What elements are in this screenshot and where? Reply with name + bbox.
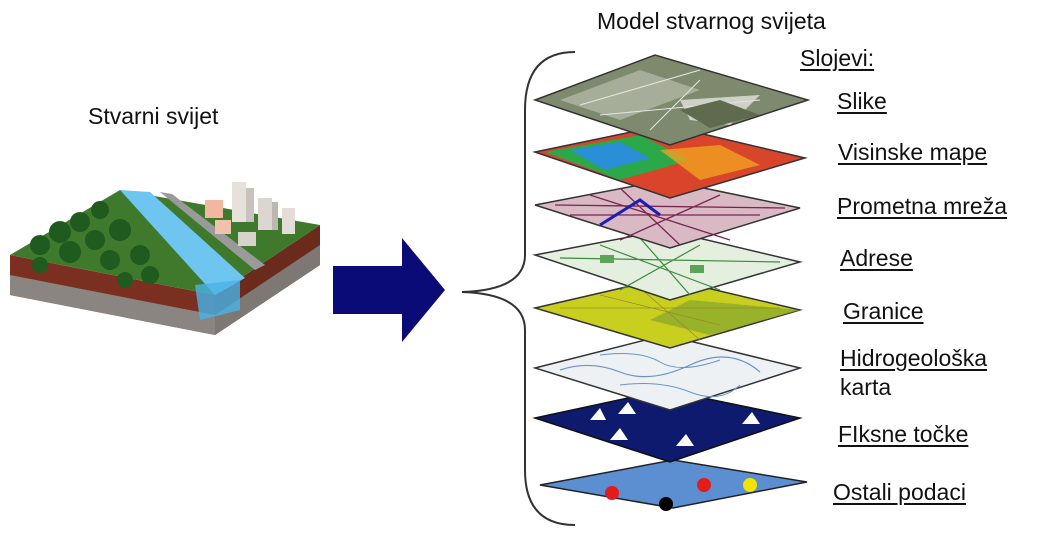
- triangle-icon: [590, 408, 606, 420]
- layer-other-data: [539, 459, 808, 511]
- real-world-title: Stvarni svijet: [88, 103, 219, 129]
- layer-label-elevation: Visinske mape: [838, 139, 988, 165]
- triangle-icon: [676, 434, 694, 446]
- layer-addresses: [532, 229, 803, 301]
- layer-label-hydro-line2: karta: [840, 374, 892, 400]
- layer-label-roads: Prometna mreža: [837, 193, 1008, 219]
- triangle-icon: [618, 402, 636, 414]
- triangle-icon: [742, 412, 760, 424]
- red-point-icon: [697, 478, 711, 492]
- layer-label-imagery: Slike: [837, 88, 887, 114]
- layer-imagery: [532, 54, 811, 146]
- layer-label-hydro: Hidrogeološka: [840, 345, 988, 371]
- layer-hydrogeological: [532, 334, 803, 411]
- layer-label-addresses: Adrese: [840, 245, 913, 271]
- layers-heading: Slojevi:: [800, 45, 875, 71]
- yellow-point-icon: [743, 478, 757, 492]
- triangle-icon: [610, 428, 628, 440]
- layer-elevation: [532, 124, 808, 199]
- layer-label-borders: Granice: [843, 298, 924, 324]
- layer-borders: [532, 277, 803, 349]
- red-point-icon: [605, 486, 619, 500]
- layer-label-fixed-points: FIksne točke: [838, 421, 969, 447]
- layer-roads: [534, 179, 801, 249]
- layer-fixed-points: [532, 389, 803, 463]
- real-world-illustration: [0, 170, 330, 340]
- black-point-icon: [659, 497, 673, 511]
- model-title: Model stvarnog svijeta: [597, 8, 826, 34]
- layer-label-other-data: Ostali podaci: [833, 479, 966, 505]
